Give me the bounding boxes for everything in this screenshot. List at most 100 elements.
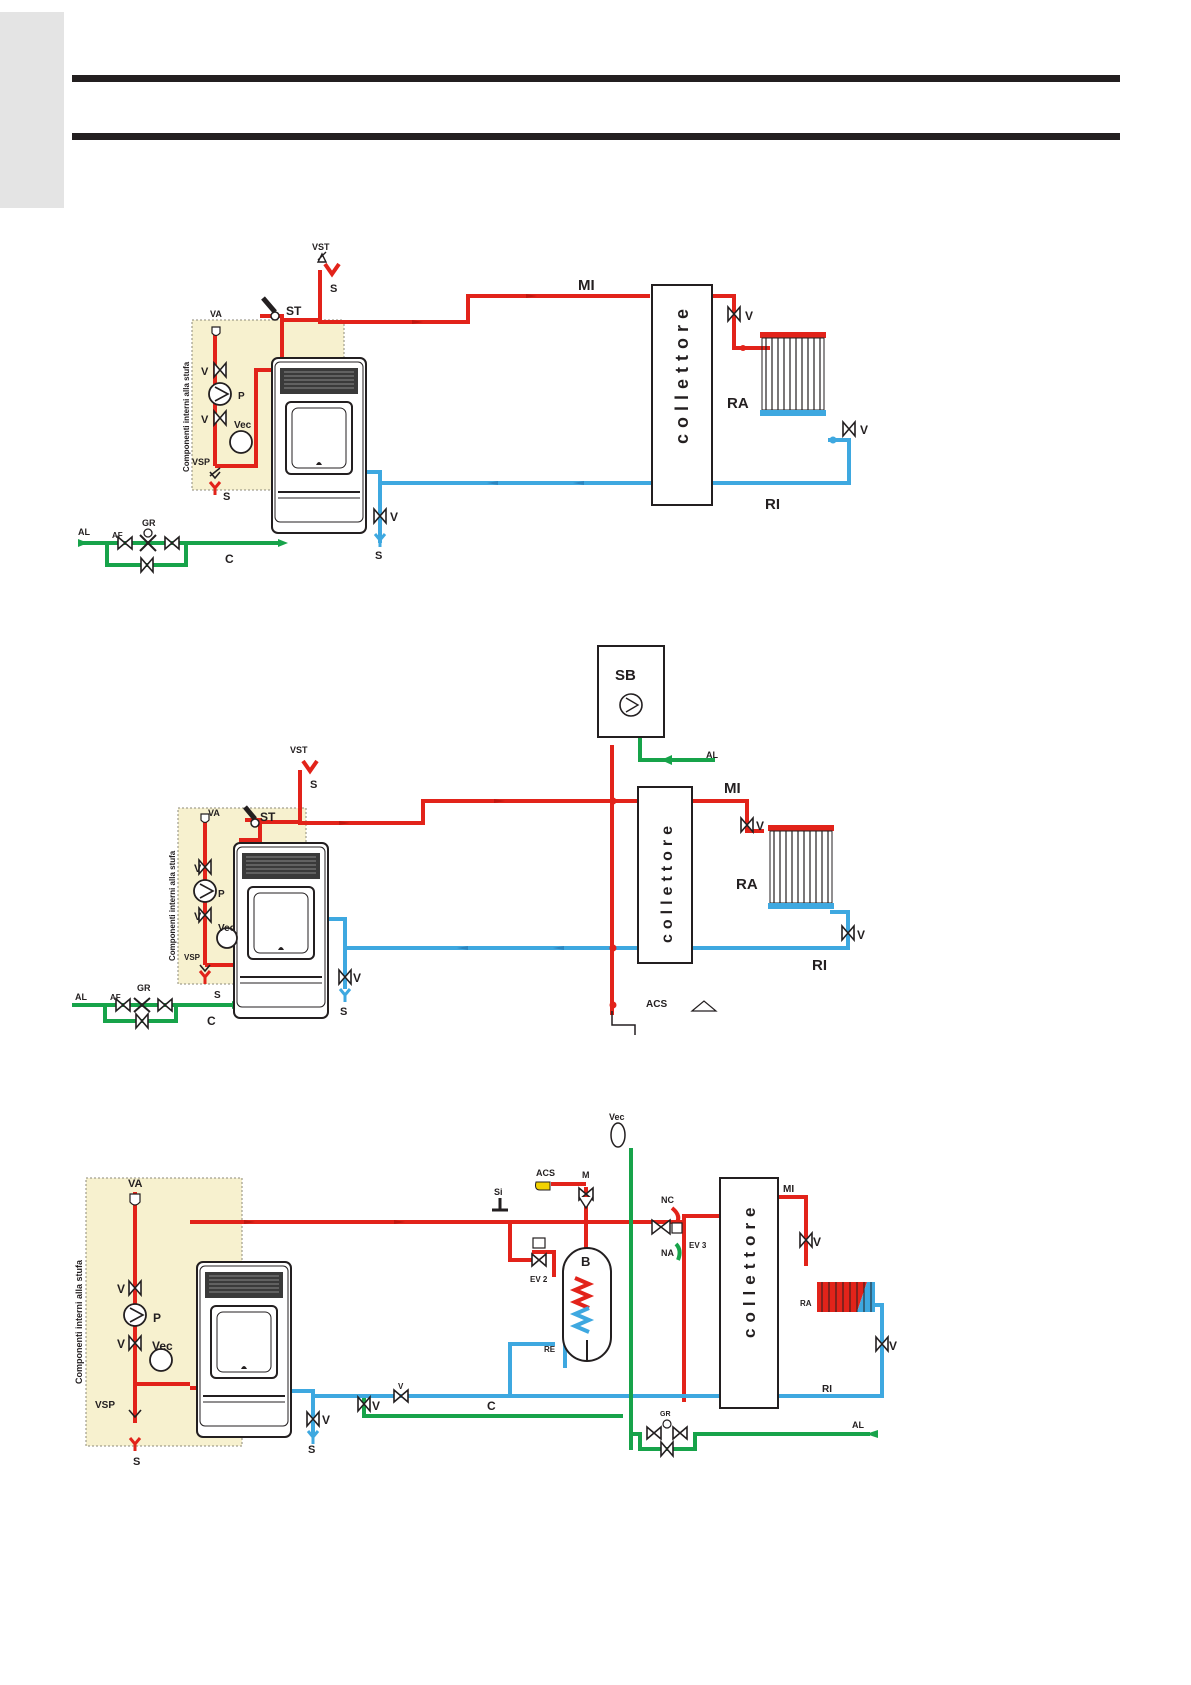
- diagram-label: V: [117, 1337, 125, 1351]
- diagram-label: C: [207, 1014, 216, 1028]
- diagram-label: V: [860, 423, 868, 437]
- boiler-tank-icon: [562, 1247, 612, 1362]
- radiator-icon: [817, 1282, 875, 1312]
- diagram-label: Vec: [609, 1112, 625, 1122]
- diagram-label: C: [225, 552, 234, 566]
- diagram-1: Componenti interni alla stufa collettore…: [78, 242, 868, 573]
- diagram-label: S: [308, 1444, 315, 1456]
- safety-valve-icon: [209, 467, 221, 480]
- diagram-label: S: [133, 1456, 140, 1468]
- boiler-box: [597, 645, 665, 738]
- diagram-label: RI: [765, 496, 780, 513]
- diagram-label: VSP: [192, 457, 210, 467]
- diagram-label: P: [238, 391, 245, 402]
- diagram-label: ACS: [646, 999, 667, 1010]
- diagram-label: GR: [137, 983, 151, 993]
- diagram-label: RA: [736, 876, 758, 893]
- diagram-label: Componenti interni alla stufa: [74, 1259, 84, 1384]
- diagram-label: V: [813, 1235, 821, 1249]
- diagram-label: NC: [661, 1195, 674, 1205]
- diagram-label: AL: [706, 750, 718, 760]
- diagram-label: VA: [208, 808, 220, 818]
- diagram-label: Vec: [234, 420, 252, 431]
- air-vent-icon: [211, 326, 221, 337]
- diagram-label: V: [398, 1382, 404, 1391]
- diagram-label: MI: [724, 780, 741, 797]
- radiator-icon: [767, 824, 835, 910]
- diagram-label: VSP: [95, 1400, 115, 1411]
- diagram-label: RI: [812, 957, 827, 974]
- thermostat-icon: [270, 311, 280, 321]
- diagram-label: S: [340, 1006, 347, 1018]
- diagram-label: V: [353, 971, 361, 985]
- diagram-label: AL: [78, 527, 90, 537]
- diagram-label: VST: [290, 745, 308, 755]
- expansion-vessel-icon: [610, 1122, 626, 1148]
- pump-icon: [208, 382, 232, 406]
- diagram-label: S: [375, 550, 382, 562]
- diagram-label: NA: [661, 1248, 674, 1258]
- diagram-label: AF: [110, 993, 121, 1002]
- diagram-label: MI: [783, 1184, 794, 1195]
- diagram-label: S: [214, 990, 221, 1001]
- panel-label: Componenti interni alla stufa: [168, 850, 177, 961]
- diagram-label: EV 2: [530, 1275, 548, 1284]
- diagram-label: Si: [494, 1187, 503, 1197]
- diagram-label: V: [322, 1413, 330, 1427]
- diagram-label: V: [194, 911, 202, 923]
- pellet-stove-icon: [233, 842, 329, 1019]
- diagram-label: M: [582, 1170, 590, 1180]
- radiator-icon: [759, 331, 827, 417]
- diagram-label: SB: [615, 667, 636, 684]
- diagram-label: P: [153, 1311, 161, 1325]
- expansion-vessel-icon: [229, 430, 253, 454]
- diagram-2: Componenti interni alla stufa collettore…: [72, 645, 865, 1035]
- diagram-label: EV 3: [689, 1241, 707, 1250]
- diagram-label: AL: [75, 992, 87, 1002]
- diagram-label: ST: [260, 810, 276, 824]
- collector-label: collettore: [672, 303, 692, 444]
- diagram-label: VSP: [184, 953, 201, 962]
- diagram-label: VST: [312, 242, 330, 252]
- diagram-label: RA: [727, 395, 749, 412]
- diagram-label: RI: [822, 1384, 832, 1395]
- diagram-label: V: [745, 309, 753, 323]
- diagram-label: GR: [142, 518, 156, 528]
- diagram-label: GR: [660, 1411, 671, 1418]
- diagram-label: V: [117, 1282, 125, 1296]
- diagram-label: collettore: [659, 821, 676, 943]
- diagram-label: Vec: [152, 1339, 173, 1353]
- pump-icon: [123, 1303, 147, 1327]
- diagram-3: Componenti interni alla stufa collettore: [74, 1112, 897, 1468]
- diagram-label: V: [756, 819, 764, 833]
- diagram-label: C: [487, 1399, 496, 1413]
- diagram-label: V: [201, 414, 209, 426]
- collector-box: [637, 786, 693, 964]
- diagram-label: RA: [800, 1299, 812, 1308]
- diagram-label: MI: [578, 277, 595, 294]
- diagram-label: VA: [128, 1178, 143, 1190]
- diagram-label: S: [310, 779, 317, 791]
- side-tab: [0, 12, 64, 208]
- diagram-label: Vec: [218, 923, 236, 934]
- diagram-label: ACS: [536, 1168, 555, 1178]
- pellet-stove-icon: [196, 1261, 292, 1438]
- header-rule-top: [72, 75, 1120, 82]
- pellet-stove-icon: [271, 357, 367, 534]
- diagram-label: V: [390, 510, 398, 524]
- diagram-label: V: [201, 366, 209, 378]
- diagram-label: P: [218, 889, 225, 900]
- diagram-label: RE: [544, 1345, 556, 1354]
- collector-box: [651, 284, 713, 506]
- diagram-label: V: [857, 928, 865, 942]
- diagram-label: collettore: [740, 1201, 759, 1338]
- diagram-label: AL: [852, 1420, 864, 1430]
- panel-label: Componenti interni alla stufa: [182, 361, 191, 472]
- diagram-label: AF: [112, 531, 123, 540]
- diagram-label: V: [372, 1399, 380, 1413]
- diagram-label: S: [223, 491, 230, 503]
- diagram-label: V: [194, 863, 202, 875]
- diagram-label: B: [581, 1254, 590, 1269]
- header-rule-bottom: [72, 133, 1120, 140]
- shower-icon: [535, 1181, 551, 1191]
